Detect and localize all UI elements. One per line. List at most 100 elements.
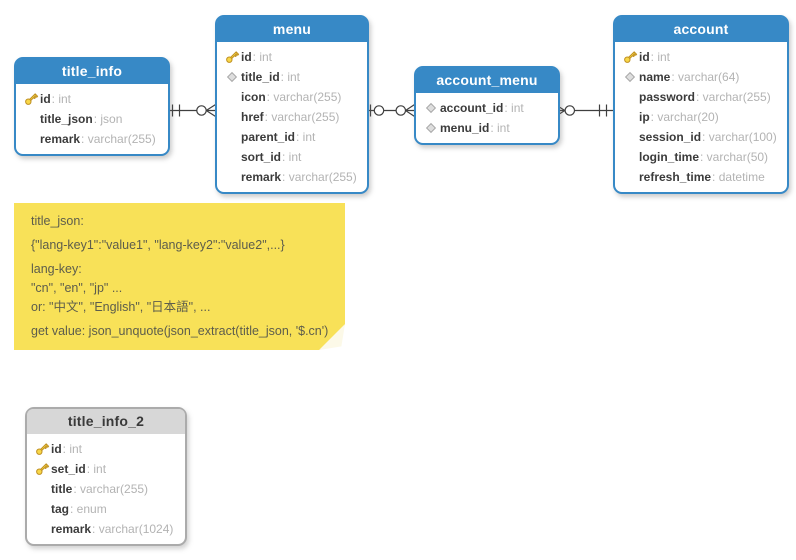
table-field-title[interactable]: title: varchar(255) bbox=[32, 479, 181, 499]
field-type: : enum bbox=[70, 502, 107, 516]
field-type: : varchar(255) bbox=[282, 170, 357, 184]
field-name: title_id bbox=[241, 70, 280, 84]
field-name: icon bbox=[241, 90, 266, 104]
field-type: : varchar(255) bbox=[264, 110, 340, 124]
field-type: : int bbox=[650, 50, 671, 64]
note-line: title_json: bbox=[31, 214, 84, 228]
field-type: : int bbox=[282, 150, 302, 164]
field-type: : int bbox=[280, 70, 301, 84]
field-type: : int bbox=[296, 130, 316, 144]
field-type: : varchar(255) bbox=[73, 482, 149, 496]
field-type: : varchar(100) bbox=[702, 130, 777, 144]
field-name: tag bbox=[51, 502, 69, 516]
field-name: login_time bbox=[639, 150, 700, 164]
table-field-login_time[interactable]: login_time: varchar(50) bbox=[620, 147, 783, 167]
field-name: session_id bbox=[639, 130, 702, 144]
sticky-note-text: title_json: {"lang-key1":"value1", "lang-… bbox=[31, 212, 335, 341]
note-line: {"lang-key1":"value1", "lang-key2":"valu… bbox=[31, 238, 285, 252]
table-field-title_id[interactable]: title_id: int bbox=[222, 67, 363, 87]
table-field-remark[interactable]: remark: varchar(255) bbox=[222, 167, 363, 187]
primary-key-icon bbox=[225, 51, 239, 63]
table-field-set_id[interactable]: set_id: int bbox=[32, 459, 181, 479]
table-field-id[interactable]: id: int bbox=[21, 89, 164, 109]
table-field-refresh_time[interactable]: refresh_time: datetime bbox=[620, 167, 783, 187]
table-field-href[interactable]: href: varchar(255) bbox=[222, 107, 363, 127]
note-line: "cn", "en", "jp" ... bbox=[31, 281, 123, 295]
relationship-menu-account_menu[interactable] bbox=[364, 103, 416, 118]
table-title[interactable]: menu bbox=[217, 17, 367, 44]
field-name: title_json bbox=[40, 112, 93, 126]
field-name: set_id bbox=[51, 462, 86, 476]
sticky-note[interactable]: title_json: {"lang-key1":"value1", "lang-… bbox=[14, 203, 345, 350]
primary-key-icon bbox=[623, 51, 637, 63]
table-title[interactable]: title_info_2 bbox=[27, 409, 185, 436]
relationship-title_info-menu[interactable] bbox=[164, 103, 217, 118]
table-field-id[interactable]: id: int bbox=[32, 439, 181, 459]
table-field-remark[interactable]: remark: varchar(255) bbox=[21, 129, 164, 149]
table-title[interactable]: account_menu bbox=[416, 68, 558, 95]
field-name: menu_id bbox=[440, 121, 490, 135]
primary-key-icon bbox=[24, 93, 38, 105]
field-type: : varchar(64) bbox=[671, 70, 740, 84]
table-field-id[interactable]: id: int bbox=[620, 47, 783, 67]
field-type: : datetime bbox=[712, 170, 765, 184]
table-field-tag[interactable]: tag: enum bbox=[32, 499, 181, 519]
field-name: sort_id bbox=[241, 150, 282, 164]
field-type: : int bbox=[490, 121, 510, 135]
table-field-sort_id[interactable]: sort_id: int bbox=[222, 147, 363, 167]
table-field-icon[interactable]: icon: varchar(255) bbox=[222, 87, 363, 107]
table-field-name[interactable]: name: varchar(64) bbox=[620, 67, 783, 87]
field-name: account_id bbox=[440, 101, 504, 115]
field-name: remark bbox=[40, 132, 81, 146]
table-title[interactable]: account bbox=[615, 17, 787, 44]
field-name: refresh_time bbox=[639, 170, 712, 184]
field-type: : varchar(1024) bbox=[92, 522, 174, 536]
table-title[interactable]: title_info bbox=[16, 59, 168, 86]
table-field-menu_id[interactable]: menu_id: int bbox=[421, 118, 554, 138]
relationship-account_menu-account[interactable] bbox=[554, 103, 614, 118]
field-name: name bbox=[639, 70, 671, 84]
table-field-remark[interactable]: remark: varchar(1024) bbox=[32, 519, 181, 539]
field-name: remark bbox=[51, 522, 92, 536]
sticky-note-background bbox=[14, 203, 345, 350]
field-name: id bbox=[40, 92, 51, 106]
index-diamond-icon bbox=[624, 71, 635, 83]
field-type: : varchar(255) bbox=[266, 90, 342, 104]
field-name: id bbox=[51, 442, 62, 456]
primary-key-icon bbox=[35, 443, 49, 455]
field-type: : varchar(50) bbox=[700, 150, 769, 164]
primary-key-icon bbox=[35, 463, 49, 475]
note-line: get value: json_unquote(json_extract(tit… bbox=[31, 324, 329, 338]
table-field-password[interactable]: password: varchar(255) bbox=[620, 87, 783, 107]
index-diamond-icon bbox=[226, 71, 237, 83]
field-type: : json bbox=[93, 112, 123, 126]
index-diamond-icon bbox=[425, 102, 436, 114]
field-name: href bbox=[241, 110, 264, 124]
field-type: : int bbox=[51, 92, 72, 106]
note-line: lang-key: bbox=[31, 262, 82, 276]
table-field-parent_id[interactable]: parent_id: int bbox=[222, 127, 363, 147]
field-type: : int bbox=[252, 50, 273, 64]
table-field-title_json[interactable]: title_json: json bbox=[21, 109, 164, 129]
field-type: : int bbox=[62, 442, 83, 456]
field-name: title bbox=[51, 482, 73, 496]
table-field-ip[interactable]: ip: varchar(20) bbox=[620, 107, 783, 127]
table-field-id[interactable]: id: int bbox=[222, 47, 363, 67]
table-field-account_id[interactable]: account_id: int bbox=[421, 98, 554, 118]
table-field-session_id[interactable]: session_id: varchar(100) bbox=[620, 127, 783, 147]
field-name: password bbox=[639, 90, 696, 104]
field-type: : int bbox=[86, 462, 107, 476]
field-name: remark bbox=[241, 170, 282, 184]
field-type: : varchar(255) bbox=[696, 90, 771, 104]
field-name: id bbox=[639, 50, 650, 64]
